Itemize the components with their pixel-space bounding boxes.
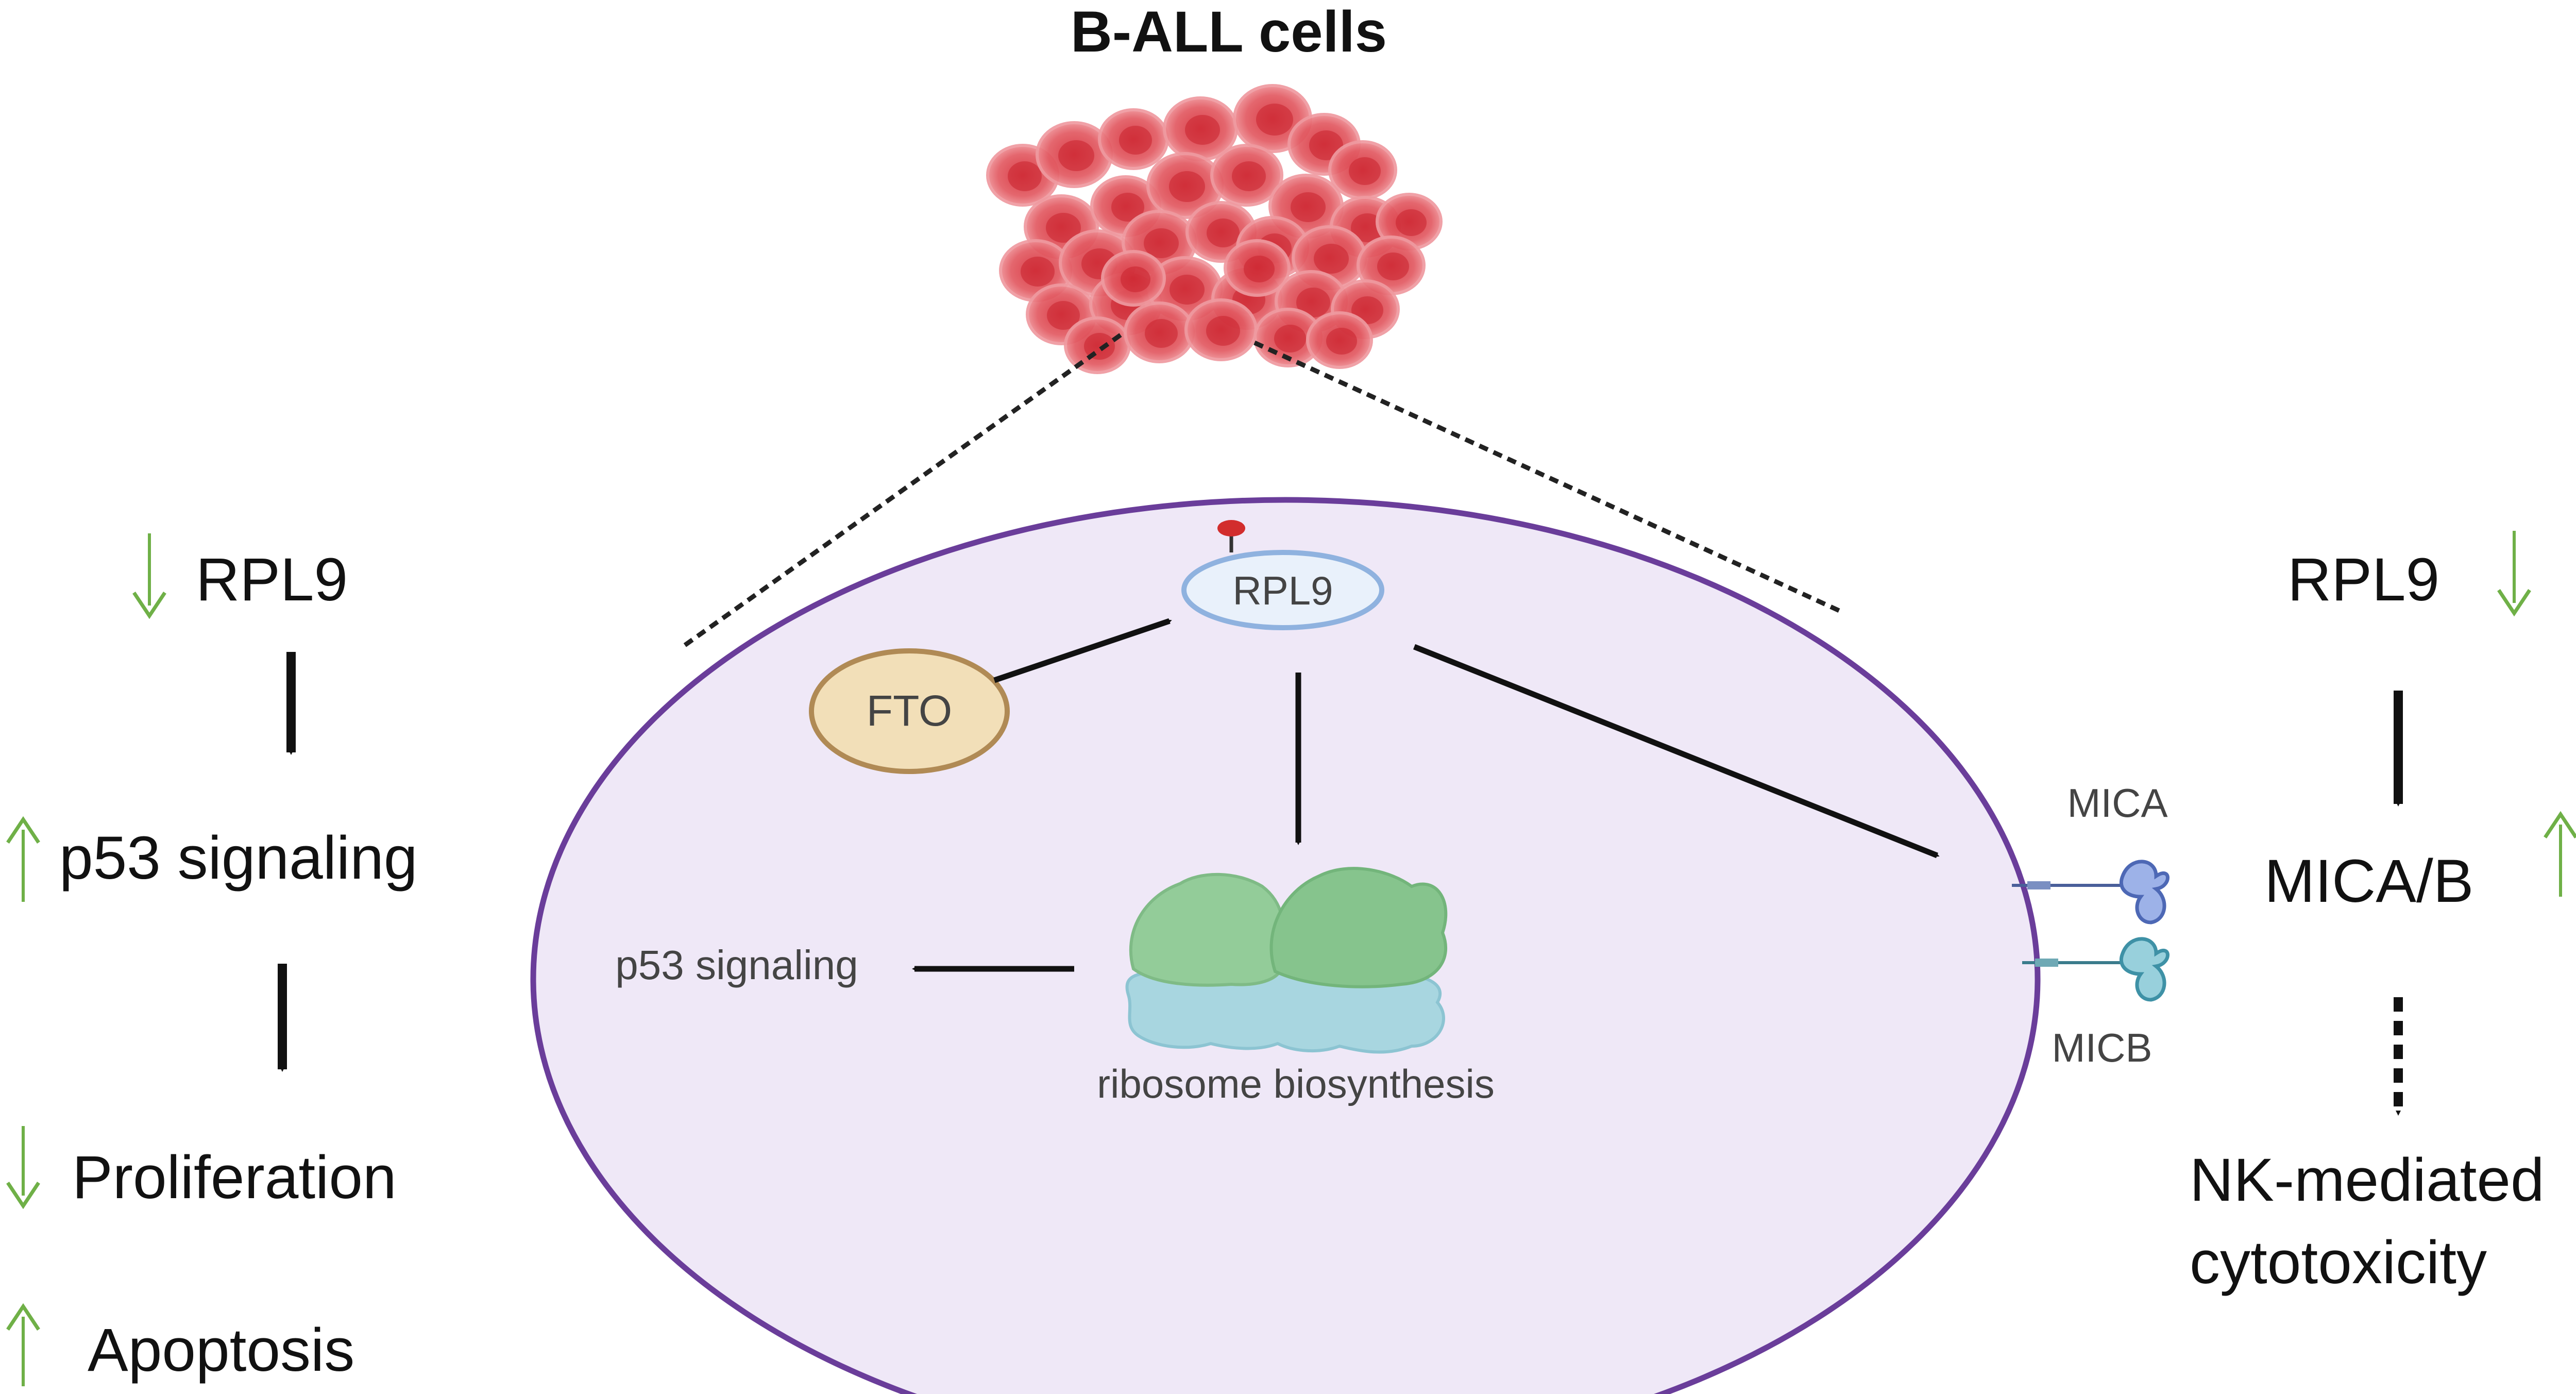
mica-receptor-icon — [2012, 860, 2170, 925]
rpl9-protein — [1181, 550, 1384, 630]
cell-cluster-icon — [986, 84, 1443, 374]
cancer-cell-nucleus-icon — [1170, 275, 1205, 305]
cancer-cell-nucleus-icon — [1291, 192, 1326, 222]
cancer-cell-nucleus-icon — [1169, 171, 1205, 202]
ribosome-label: ribosome biosynthesis — [1097, 1061, 1495, 1106]
left-rpl9-label: RPL9 — [196, 546, 348, 614]
cancer-cell-nucleus-icon — [1349, 157, 1381, 185]
mica-label: MICA — [2067, 780, 2168, 826]
cancer-cell-nucleus-icon — [1111, 193, 1144, 222]
fto-protein — [809, 648, 1010, 774]
arrow-fto-to-rpl9 — [993, 618, 1172, 683]
cancer-cell-nucleus-icon — [1207, 219, 1240, 247]
left-p53-label: p53 signaling — [59, 824, 417, 892]
cancer-cell-nucleus-icon — [1351, 213, 1384, 242]
cancer-cell-nucleus-icon — [1326, 328, 1357, 355]
arrow-rpl9-to-mica — [1413, 644, 1940, 859]
figure-title: B-ALL cells — [1071, 0, 1387, 64]
right-rpl9-label: RPL9 — [2287, 546, 2439, 614]
cancer-cell-nucleus-icon — [1058, 140, 1094, 171]
up-arrow-icon — [2544, 811, 2576, 897]
fto-label: FTO — [867, 686, 952, 735]
down-arrow-icon — [132, 533, 166, 619]
cancer-cell-nucleus-icon — [1396, 209, 1427, 236]
right-micab-label: MICA/B — [2264, 847, 2474, 915]
cancer-cell-nucleus-icon — [1256, 104, 1293, 136]
up-arrow-icon — [6, 1303, 40, 1386]
cancer-cell-nucleus-icon — [1244, 256, 1275, 282]
cancer-cell-nucleus-icon — [1296, 288, 1330, 317]
up-arrow-icon — [6, 816, 40, 902]
left-apoptosis-label: Apoptosis — [88, 1316, 354, 1384]
cancer-cell-nucleus-icon — [1274, 325, 1306, 352]
cancer-cell-nucleus-icon — [1314, 244, 1349, 274]
zoom-line-left — [681, 333, 1122, 649]
rpl9-cell-label: RPL9 — [1232, 568, 1333, 613]
cancer-cell-nucleus-icon — [1232, 161, 1266, 191]
cancer-cell-nucleus-icon — [1008, 161, 1042, 191]
right-nk-label-line1: NK-mediated — [2190, 1146, 2545, 1214]
m6a-mark-icon — [1217, 520, 1245, 536]
left-proliferation-label: Proliferation — [72, 1144, 397, 1212]
cancer-cell-nucleus-icon — [1185, 115, 1220, 145]
micb-receptor-icon — [2022, 937, 2170, 1002]
cancer-cell-nucleus-icon — [1145, 319, 1178, 348]
ribosome-icon — [1125, 867, 1448, 1054]
p53-cell-label: p53 signaling — [615, 942, 858, 988]
down-arrow-icon — [6, 1126, 40, 1210]
cancer-cell-nucleus-icon — [1206, 316, 1240, 346]
down-arrow-icon — [2497, 531, 2531, 617]
micb-label: MICB — [2052, 1025, 2153, 1070]
cancer-cell-nucleus-icon — [1119, 126, 1152, 155]
cancer-cell-nucleus-icon — [1047, 301, 1080, 330]
right-nk-label-line2: cytotoxicity — [2190, 1229, 2487, 1297]
cancer-cell-nucleus-icon — [1046, 213, 1081, 243]
cancer-cell-nucleus-icon — [1021, 257, 1055, 287]
cancer-cell-nucleus-icon — [1121, 266, 1150, 292]
cancer-cell-nucleus-icon — [1377, 253, 1409, 280]
cancer-cell-nucleus-icon — [1144, 228, 1179, 258]
